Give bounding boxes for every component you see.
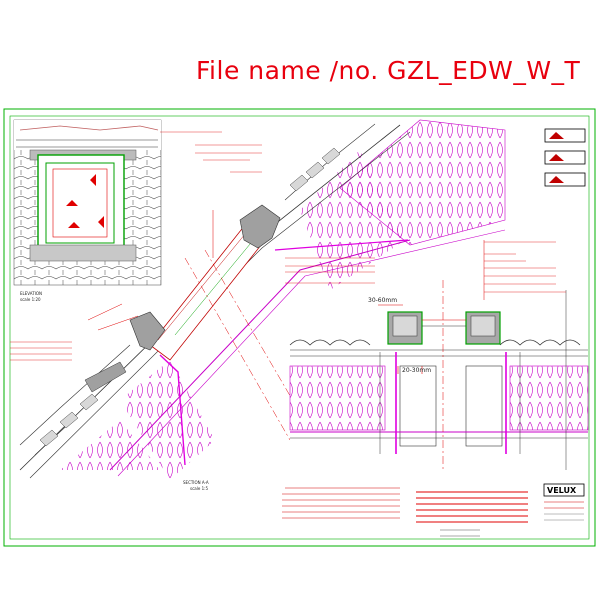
file-name-title: File name /no. GZL_EDW_W_T [196, 56, 581, 85]
dimension-30-60mm: 30-60mm [368, 297, 397, 304]
sheet-inner-frame [9, 115, 590, 540]
leader-notes-left [10, 341, 72, 361]
leader-notes-centre [285, 257, 375, 284]
elevation-caption: ELEVATION [20, 291, 42, 296]
section-caption: SECTION A-A [183, 480, 209, 485]
window-symbol-3-icon [544, 172, 586, 187]
section-scale: scale 1:5 [190, 486, 208, 491]
leader-notes-right [483, 240, 566, 300]
bottom-notes-block [282, 487, 400, 519]
window-symbol-2-icon [544, 150, 586, 165]
title-block-lines [544, 501, 584, 521]
legend-window-symbols [544, 128, 586, 187]
dimension-20-30mm: 20-30mm [402, 367, 431, 374]
window-elevation-view [13, 119, 162, 286]
velux-logo: VELUX [547, 486, 577, 495]
sheet-frame [3, 108, 596, 547]
leader-notes-top [160, 131, 262, 173]
horizontal-section [289, 280, 589, 470]
roof-section-diagonal [19, 119, 506, 480]
velux-logo-box [543, 483, 585, 497]
elevation-scale: scale 1:20 [20, 297, 41, 302]
red-notes-block [416, 491, 528, 537]
window-symbol-1-icon [544, 128, 586, 143]
